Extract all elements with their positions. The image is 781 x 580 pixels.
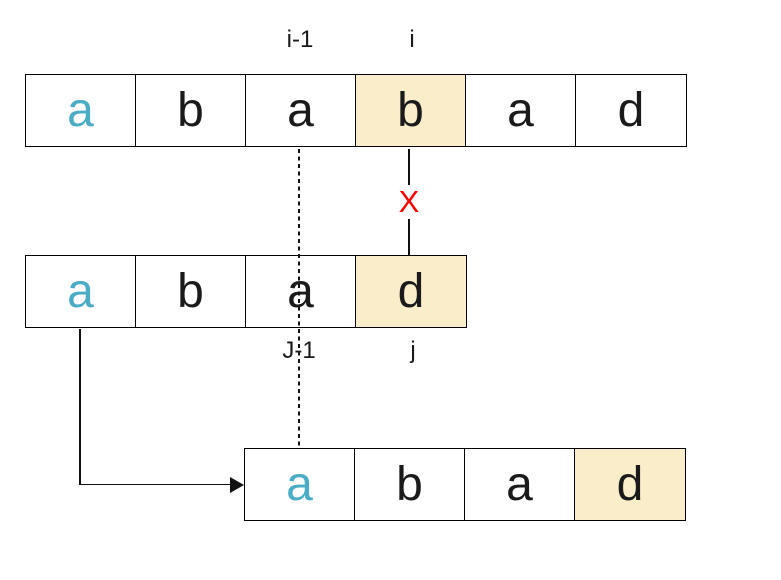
array-cell: a: [246, 256, 356, 327]
arrow-vertical-line: [79, 329, 81, 485]
array-cell: a: [26, 256, 136, 327]
connector-line-bottom: [408, 219, 410, 255]
arrow-head-icon: [230, 476, 244, 493]
middle-array-row: a b a d: [25, 255, 467, 328]
array-cell: a: [246, 75, 356, 146]
label-j-minus-1: J-1: [282, 337, 316, 364]
array-cell: b: [136, 75, 246, 146]
arrow-horizontal-line: [79, 483, 231, 486]
array-cell-highlighted: b: [356, 75, 466, 146]
dotted-match-line: [298, 149, 300, 448]
top-array-row: a b a b a d: [25, 74, 687, 147]
label-i: i: [409, 26, 415, 53]
array-cell: a: [465, 449, 575, 520]
mismatch-x-label: X: [398, 184, 420, 219]
array-cell: a: [466, 75, 576, 146]
label-j: j: [410, 337, 416, 364]
array-cell: b: [136, 256, 246, 327]
array-cell: a: [245, 449, 355, 520]
label-i-minus-1: i-1: [286, 26, 314, 53]
connector-line-top: [408, 149, 410, 185]
bottom-array-row: a b a d: [244, 448, 686, 521]
array-cell: a: [26, 75, 136, 146]
array-cell: b: [355, 449, 465, 520]
array-cell-highlighted: d: [575, 449, 685, 520]
array-cell-highlighted: d: [356, 256, 466, 327]
array-cell: d: [617, 83, 645, 137]
